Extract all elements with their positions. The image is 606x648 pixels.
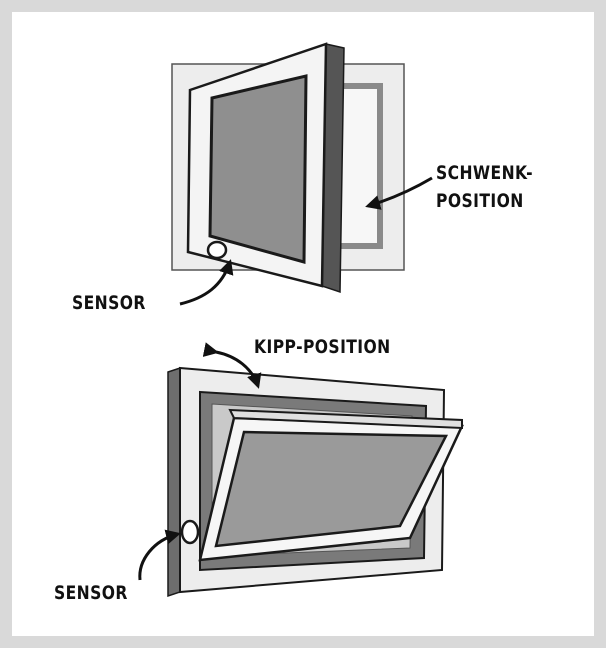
sensor-top-marker [206,240,228,260]
schwenk-arrow [365,176,433,210]
turn-glass [208,74,308,264]
schwenk-label-line1: SCHWENK- [436,162,534,184]
tilt-sash-top-edge [228,408,463,430]
turn-window-illustration [171,42,433,306]
kipp-arrow [202,342,262,389]
tilt-frame-edge [167,366,181,598]
schwenk-label-line2: POSITION [436,190,524,212]
sensor-bottom-arrow [138,529,181,581]
sensor-top-arrow [179,259,234,306]
kipp-label: KIPP-POSITION [254,336,391,358]
tilt-window-illustration [138,342,464,598]
sensor-top-label: SENSOR [72,292,146,314]
sensor-bottom-marker [180,519,200,545]
tilt-glass [214,430,449,548]
sensor-bottom-label: SENSOR [54,582,128,604]
